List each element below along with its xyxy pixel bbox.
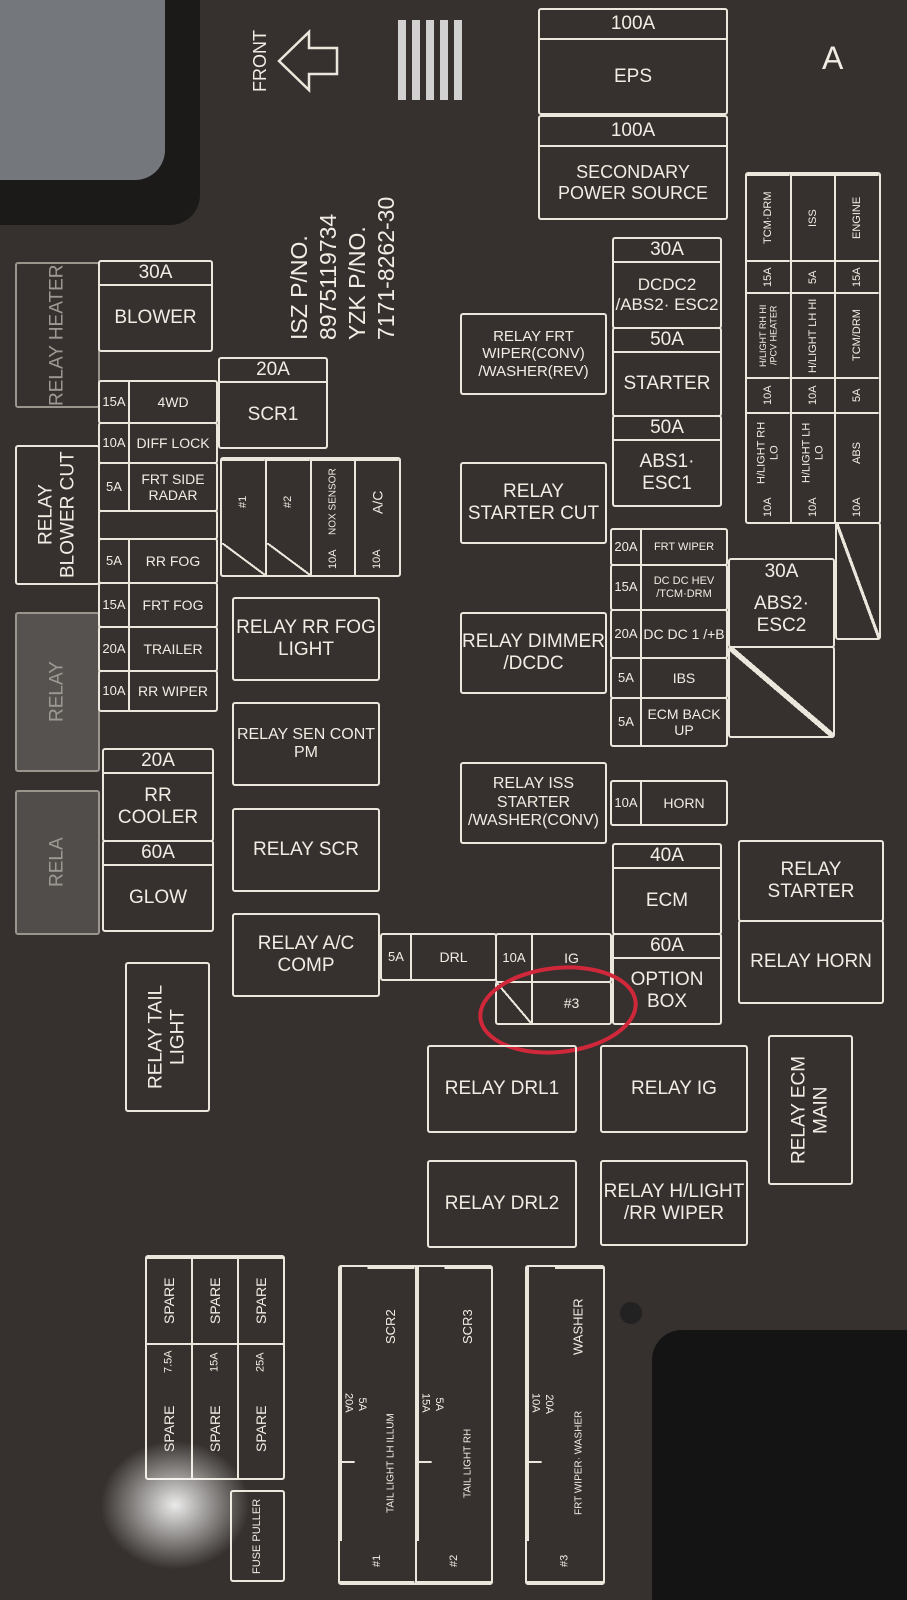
- relay-drl2: RELAY DRL2: [427, 1160, 577, 1248]
- relay-blower-cut: RELAY BLOWER CUT: [15, 445, 100, 585]
- relay-ig: RELAY IG: [600, 1045, 748, 1133]
- front-arrow-icon: [277, 29, 339, 93]
- connector-housing: [652, 1330, 907, 1600]
- relay-scr: RELAY SCR: [232, 808, 380, 892]
- grid-col: ENGINE 15A TCM/DRM 5A ABS 10A: [836, 174, 880, 522]
- relay-iss-starter: RELAY ISS STARTER /WASHER(CONV): [460, 762, 607, 844]
- fuse-slot-3: #3: [495, 981, 612, 1025]
- mount-hole: [620, 1302, 642, 1324]
- relay-horn: RELAY HORN: [738, 920, 884, 1004]
- relay-sen-cont-pm: RELAY SEN CONT PM: [232, 702, 380, 786]
- grid-col: TCM·DRM 15A H/LIGHT RH HI /PCV HEATER 10…: [747, 174, 792, 522]
- relay-ac-comp: RELAY A/C COMP: [232, 913, 380, 997]
- corner-letter: A: [822, 40, 844, 76]
- relay-starter: RELAY STARTER: [738, 840, 884, 922]
- grid-col: ISS 5A H/LIGHT LH HI 10A H/LIGHT LH LO 1…: [791, 174, 837, 522]
- relay-hlight-rr-wiper: RELAY H/LIGHT /RR WIPER: [600, 1160, 748, 1246]
- empty-slot: [728, 646, 835, 738]
- part-numbers: ISZ P/NO. 8975119734 YZK P/NO. 7171-8262…: [286, 196, 399, 340]
- relay-dimmer: RELAY DIMMER /DCDC: [460, 612, 607, 694]
- relay-ecm-main: RELAY ECM MAIN: [768, 1035, 853, 1185]
- relay-faded-2: RELA: [15, 790, 100, 935]
- right-fuse-grid: TCM·DRM 15A H/LIGHT RH HI /PCV HEATER 10…: [745, 172, 881, 524]
- red-circle-annotation: [478, 965, 638, 1055]
- relay-starter-cut: RELAY STARTER CUT: [460, 462, 607, 544]
- cover-latch-glare: [0, 0, 165, 180]
- relay-rr-fog-light: RELAY RR FOG LIGHT: [232, 597, 380, 681]
- qr-code: [398, 20, 468, 100]
- glare: [100, 1440, 250, 1570]
- relay-faded-1: RELAY: [15, 612, 100, 772]
- empty-slot: [835, 522, 881, 640]
- relay-frt-wiper: RELAY FRT WIPER(CONV) /WASHER(REV): [460, 313, 607, 395]
- relay-tail-light: RELAY TAIL LIGHT: [125, 962, 210, 1112]
- front-label: FRONT: [250, 30, 270, 92]
- empty-slot: [98, 510, 218, 540]
- relay-drl1: RELAY DRL1: [427, 1045, 577, 1133]
- relay-heater: RELAY HEATER: [15, 262, 100, 408]
